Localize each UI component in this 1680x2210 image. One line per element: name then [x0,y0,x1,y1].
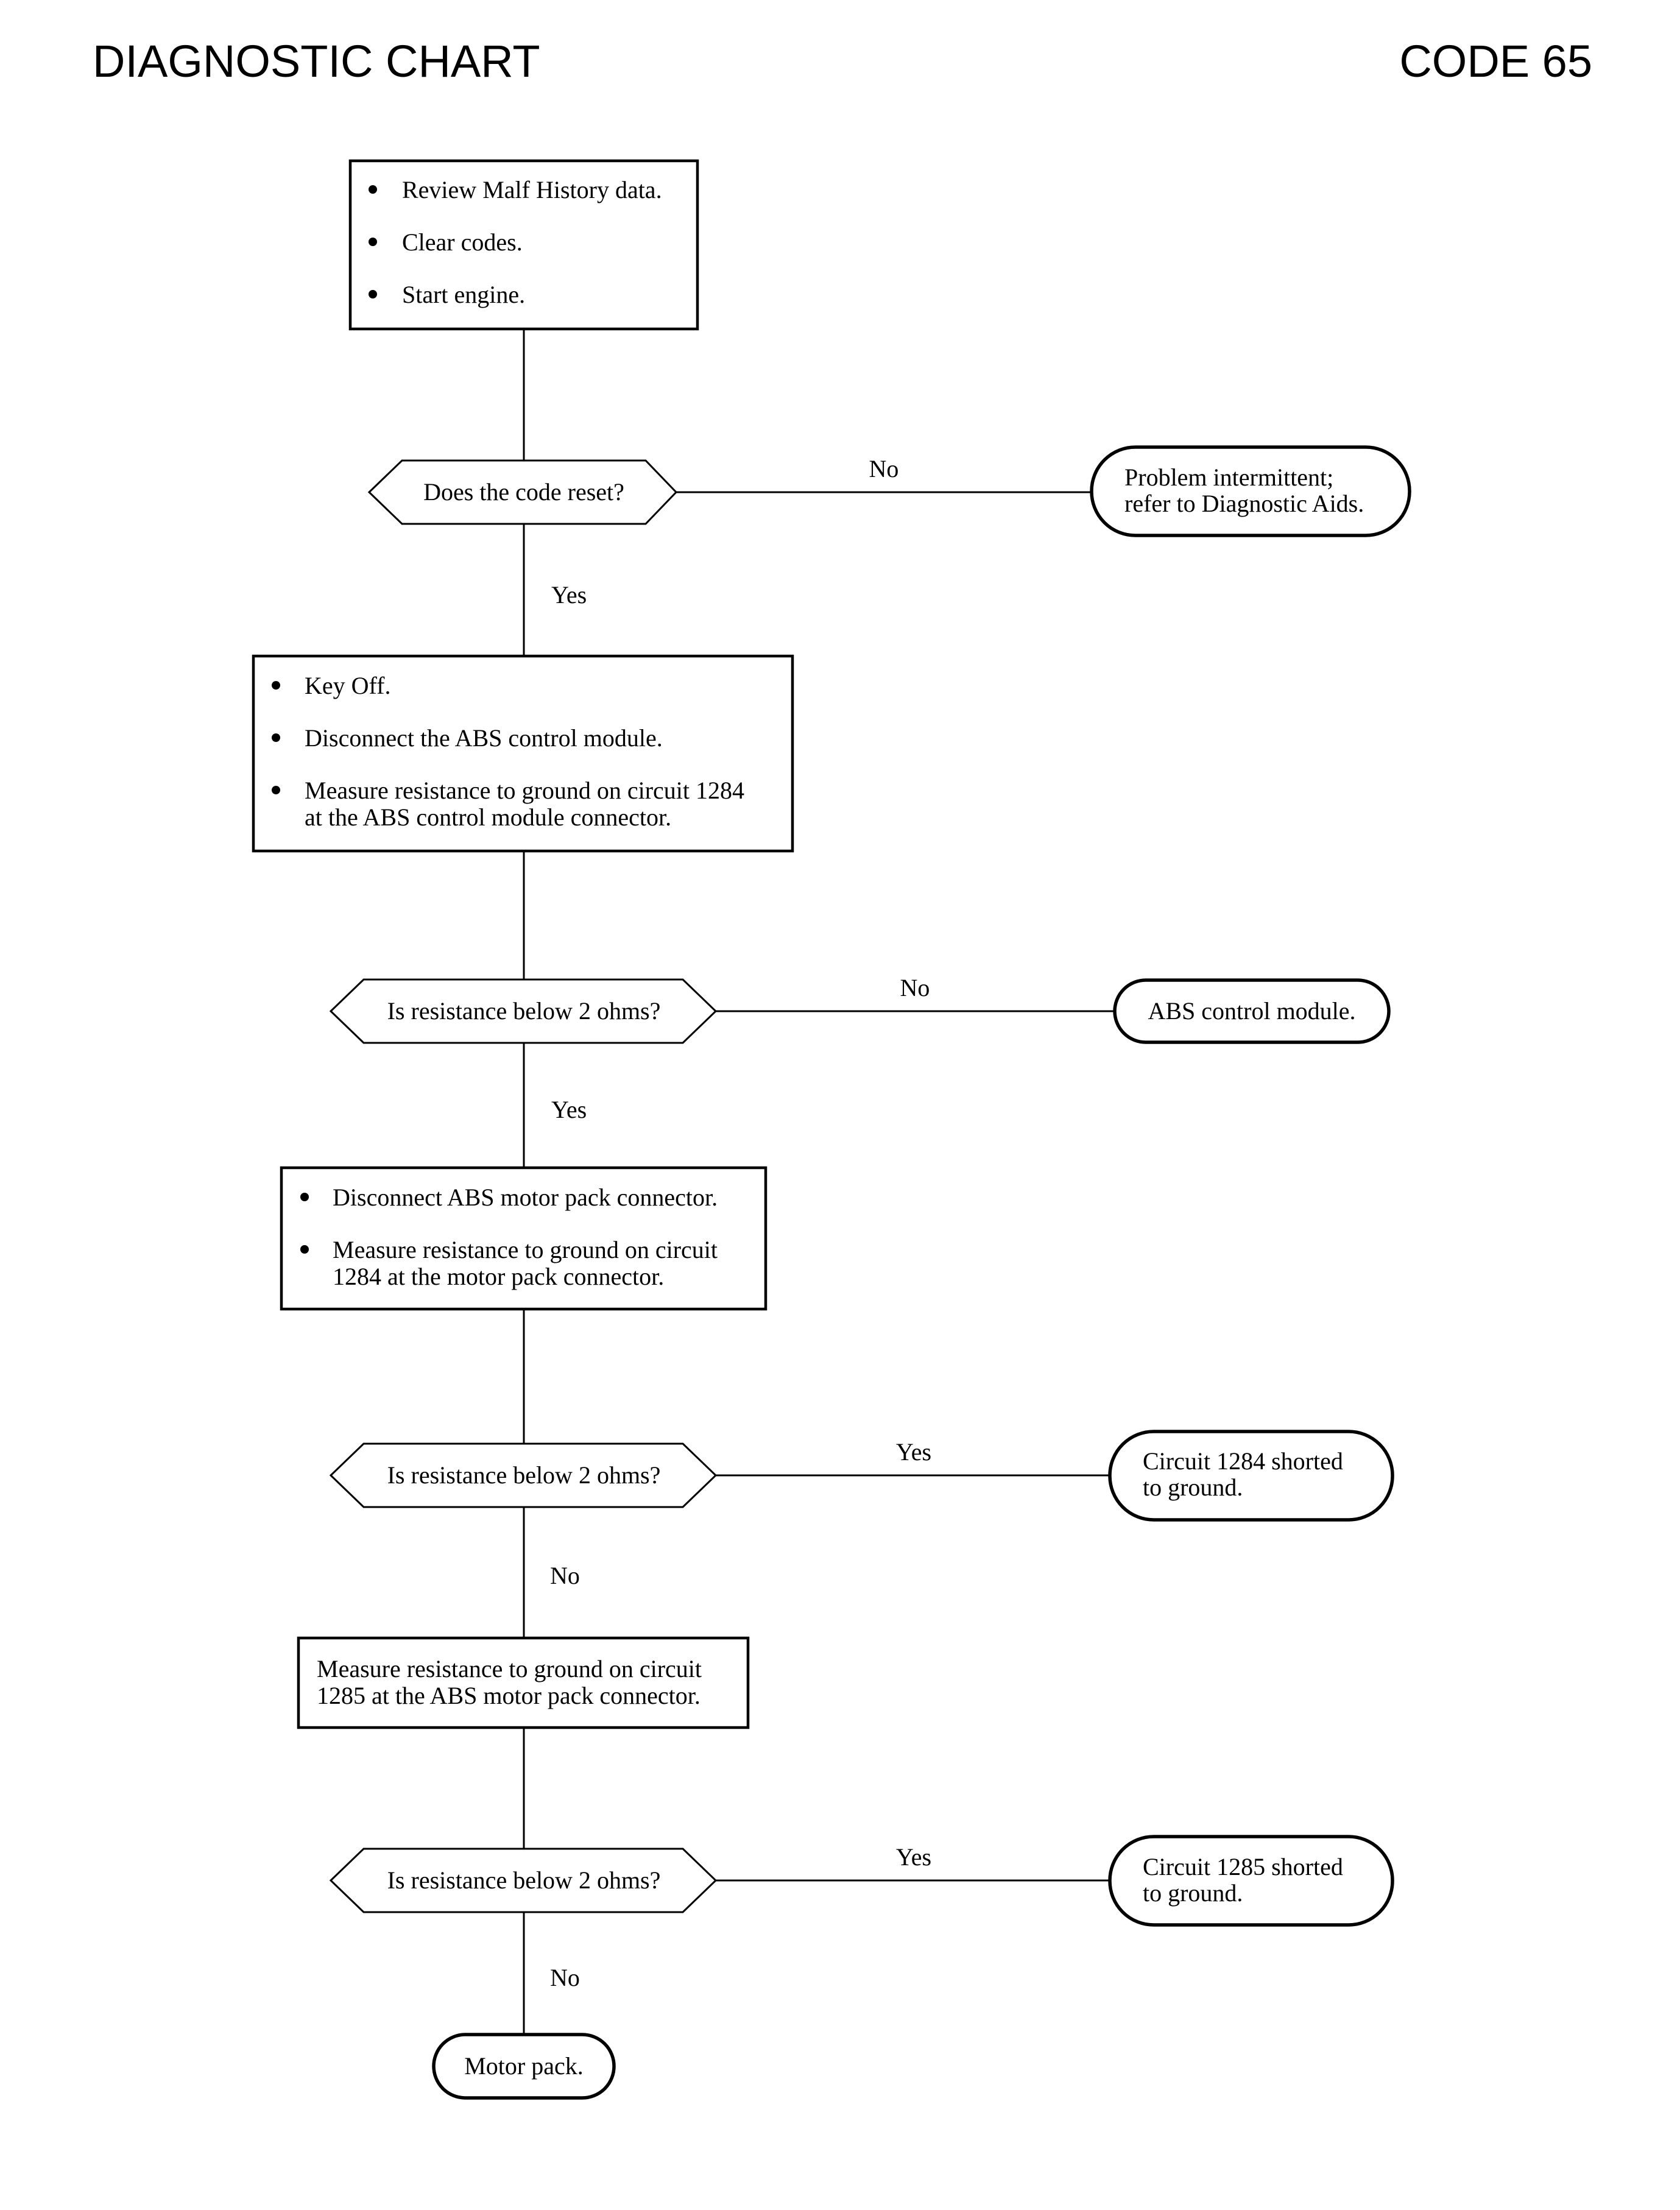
branch-label-no: No [900,974,930,1001]
bullet [369,185,377,194]
decision-resistance-3: Is resistance below 2 ohms? [329,1848,718,1913]
outcome-circuit-1285-shorted: Circuit 1285 shorted to ground. [1108,1835,1394,1927]
outcome-text: ABS control module. [1148,997,1355,1025]
bullet [369,238,377,246]
branch-label-yes: Yes [551,1096,587,1123]
step-box-disconnect-motor-pack: Disconnect ABS motor pack connector. Mea… [280,1166,768,1311]
decision-resistance-1: Is resistance below 2 ohms? [329,978,718,1044]
step-text: Review Malf History data. [402,176,662,203]
branch-label-yes: Yes [551,581,587,609]
outcome-text: Circuit 1284 shorted [1143,1447,1343,1475]
bullet [272,786,280,794]
decision-text: Does the code reset? [423,478,624,506]
bullet [272,733,280,742]
bullet [300,1245,309,1254]
outcome-text: to ground. [1143,1474,1243,1501]
outcome-text: refer to Diagnostic Aids. [1124,490,1364,517]
bullet [272,681,280,690]
outcome-abs-control-module: ABS control module. [1113,978,1391,1044]
outcome-problem-intermittent: Problem intermittent; refer to Diagnosti… [1090,445,1411,537]
branch-label-no: No [550,1562,580,1589]
chart-title: DIAGNOSTIC CHART [93,36,540,86]
step-text: Measure resistance to ground on circuit [333,1236,718,1263]
step-text: Start engine. [402,281,525,308]
decision-text: Is resistance below 2 ohms? [387,1866,661,1894]
step-text: Clear codes. [402,228,523,256]
step-box-review-history: Review Malf History data. Clear codes. S… [348,159,699,331]
step-text: Disconnect the ABS control module. [305,724,663,752]
step-text: Disconnect ABS motor pack connector. [333,1184,718,1211]
branch-label-yes: Yes [896,1438,931,1466]
decision-resistance-2: Is resistance below 2 ohms? [329,1442,718,1508]
outcome-text: to ground. [1143,1879,1243,1907]
branch-label-yes: Yes [896,1843,931,1871]
branch-label-no: No [550,1964,580,1991]
step-text: Key Off. [305,672,390,699]
step-text: 1285 at the ABS motor pack connector. [317,1682,701,1709]
bullet [300,1193,309,1201]
step-box-measure-1285: Measure resistance to ground on circuit … [297,1636,750,1729]
decision-text: Is resistance below 2 ohms? [387,997,661,1025]
step-text: Measure resistance to ground on circuit [317,1655,702,1682]
outcome-text: Motor pack. [464,2052,584,2080]
branch-label-no: No [869,455,899,482]
outcome-text: Problem intermittent; [1124,464,1333,491]
decision-code-reset: Does the code reset? [367,459,678,525]
step-text: at the ABS control module connector. [305,803,671,831]
step-text: Measure resistance to ground on circuit … [305,777,744,804]
step-text: 1284 at the motor pack connector. [333,1263,664,1290]
outcome-motor-pack: Motor pack. [432,2033,616,2100]
step-box-key-off: Key Off. Disconnect the ABS control modu… [252,654,794,853]
bullet [369,290,377,298]
chart-code: CODE 65 [1399,36,1592,86]
decision-text: Is resistance below 2 ohms? [387,1461,661,1489]
outcome-text: Circuit 1285 shorted [1143,1853,1343,1880]
outcome-circuit-1284-shorted: Circuit 1284 shorted to ground. [1108,1430,1394,1522]
